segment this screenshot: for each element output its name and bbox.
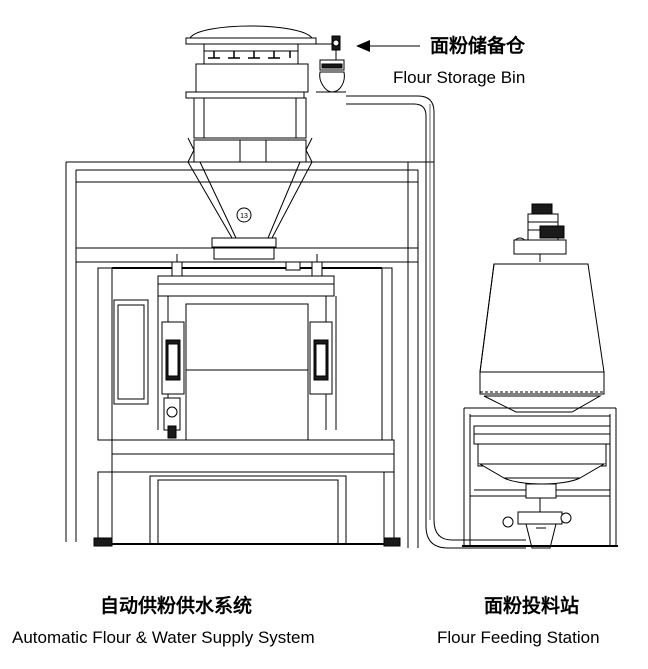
storage-bin-arrow — [356, 40, 420, 52]
conveying-pipe — [346, 96, 526, 548]
flour-storage-bin: 13 — [186, 26, 346, 259]
feeding-station-label-zh: 面粉投料站 — [484, 595, 580, 617]
mixer-machine — [94, 254, 400, 546]
main-system-label-zh: 自动供粉供水系统 — [100, 595, 253, 617]
feeding-station-label-en: Flour Feeding Station — [437, 628, 600, 647]
storage-bin-label-zh: 面粉储备仓 — [430, 35, 526, 57]
gauge-text: 13 — [240, 213, 248, 220]
main-system-label-en: Automatic Flour & Water Supply System — [12, 628, 315, 647]
main-system-frame — [66, 162, 434, 548]
flour-feeding-station — [462, 204, 618, 548]
filter-cartridges — [208, 51, 290, 58]
storage-bin-label-en: Flour Storage Bin — [393, 68, 526, 87]
